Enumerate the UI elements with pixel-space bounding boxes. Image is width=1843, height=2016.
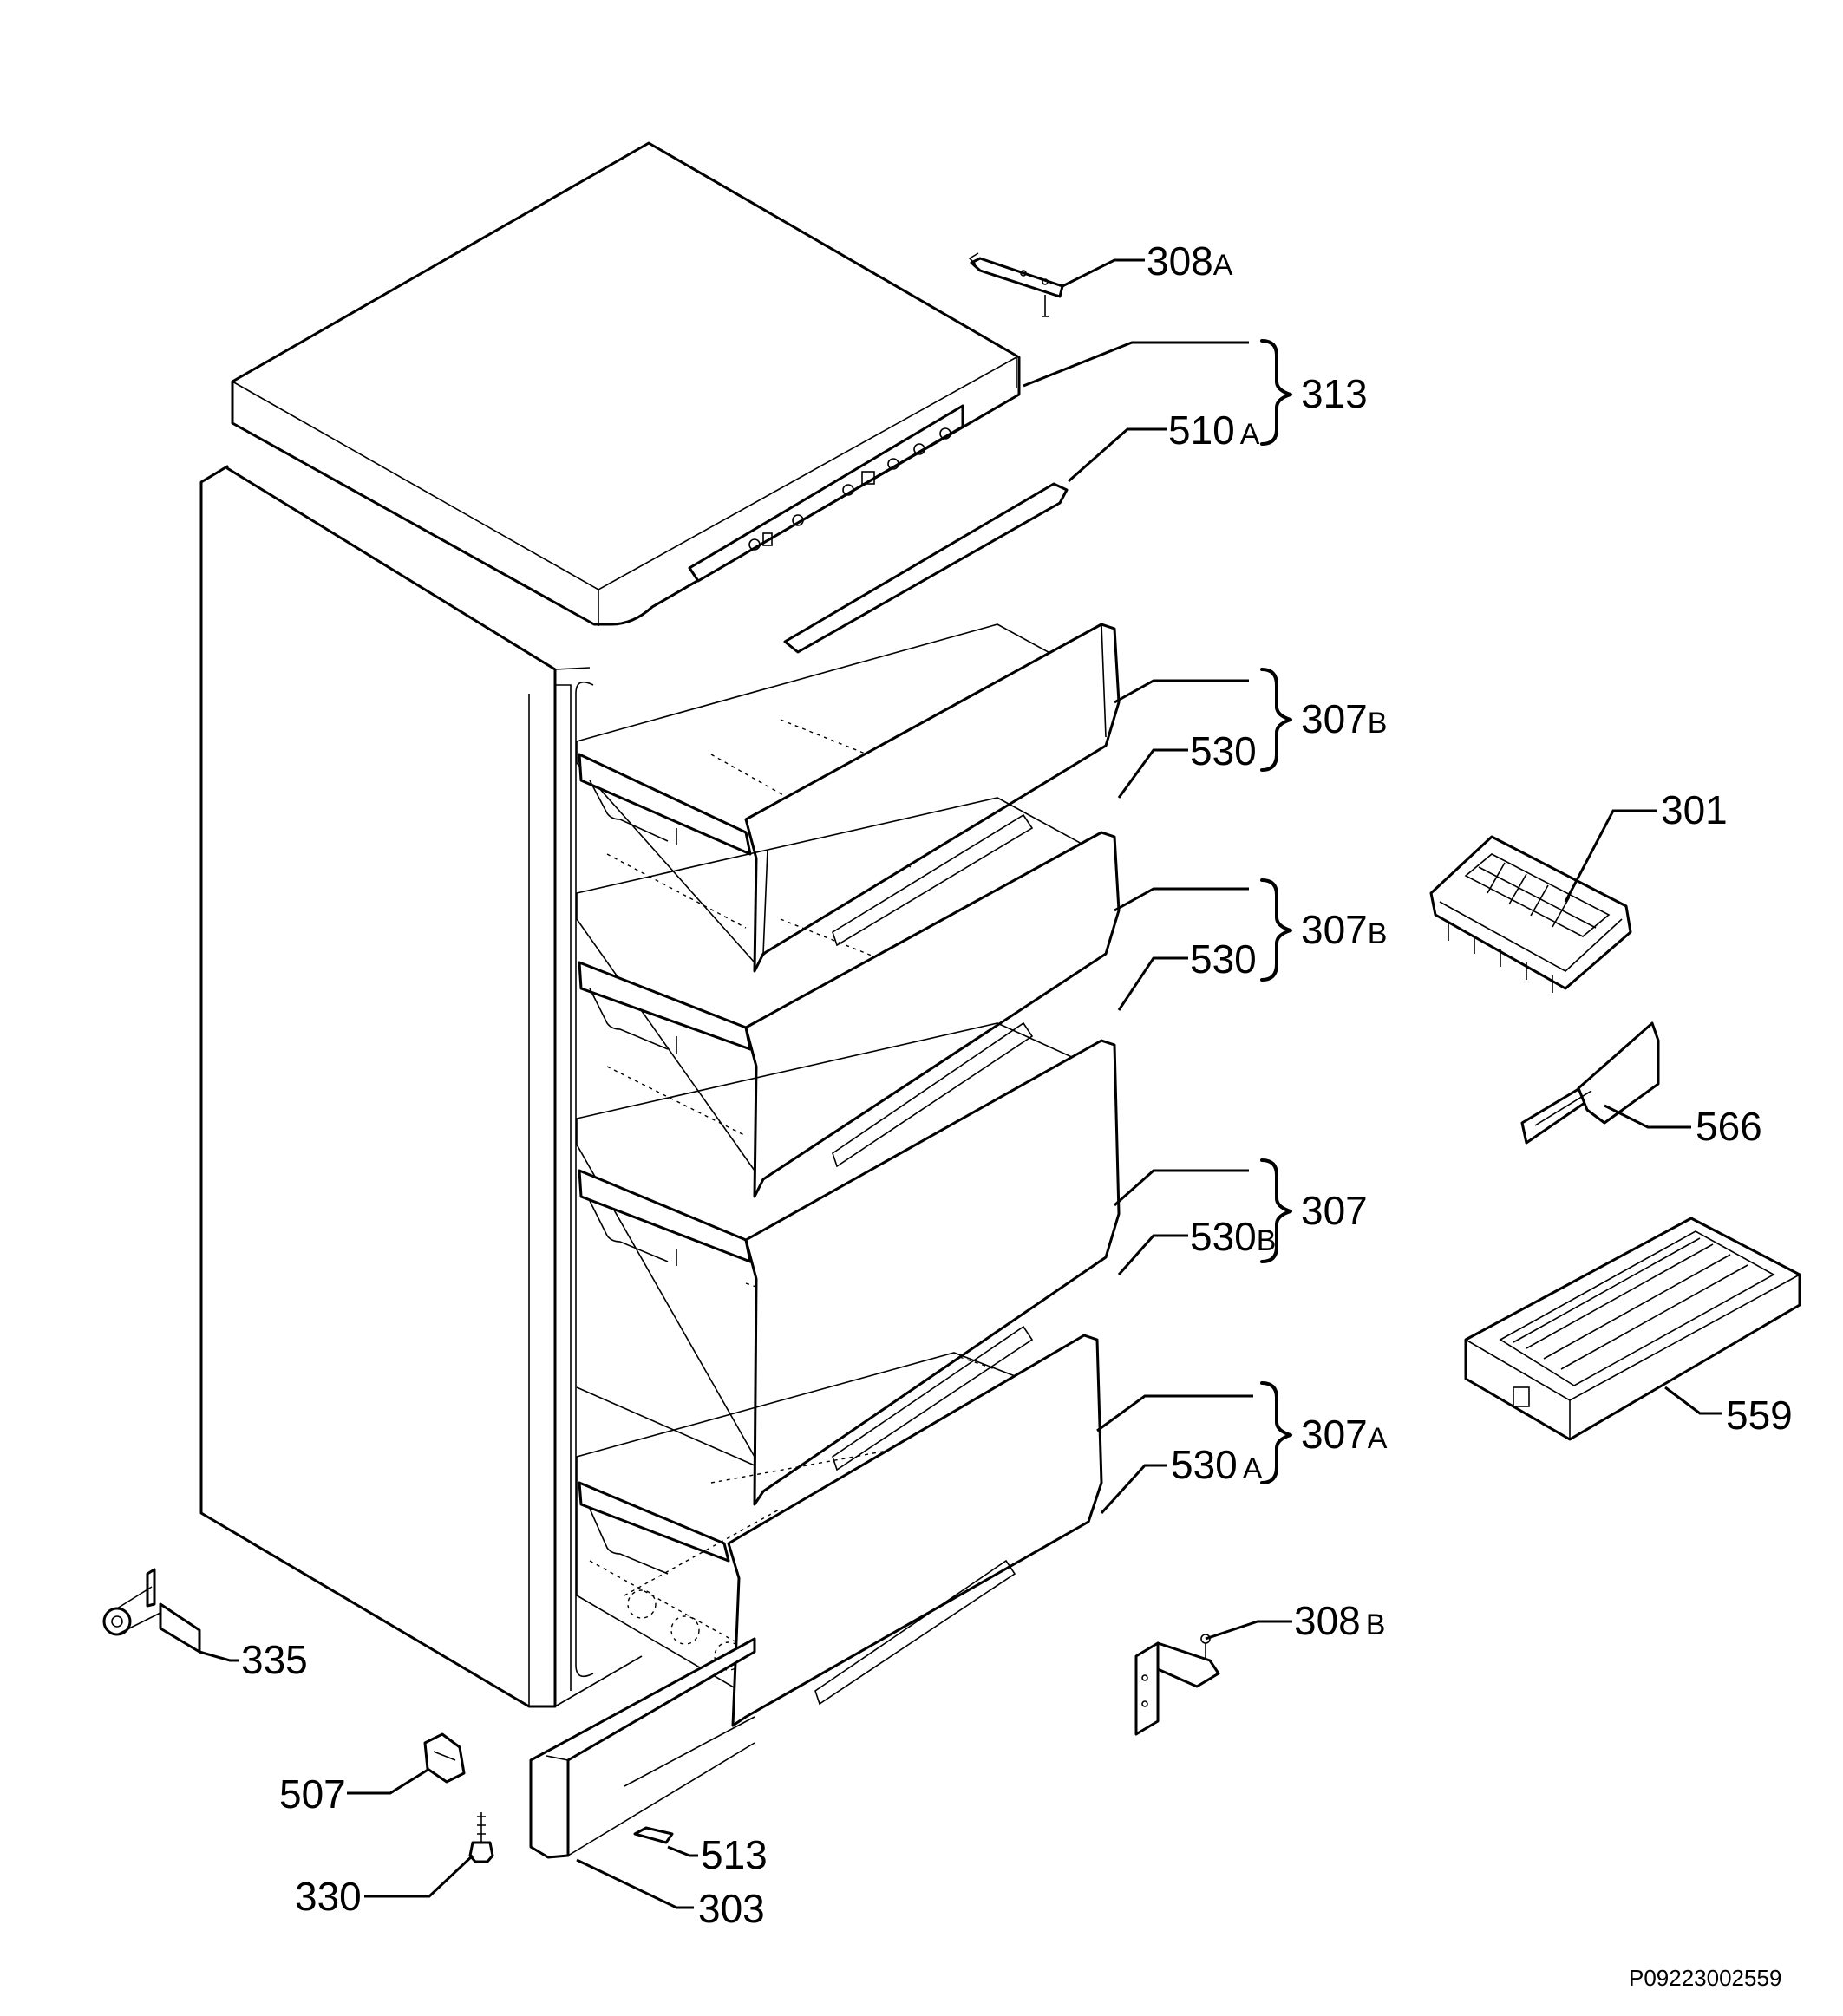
label-530-top: 530 bbox=[1190, 728, 1257, 773]
label-507: 507 bbox=[279, 1771, 346, 1817]
label-307: 307 bbox=[1301, 1188, 1368, 1233]
plinth-303 bbox=[529, 1637, 756, 1859]
label-335: 335 bbox=[241, 1637, 308, 1682]
trim-strip-510a bbox=[783, 482, 1069, 654]
label-330: 330 bbox=[295, 1874, 362, 1919]
brace-307b-top bbox=[1260, 668, 1292, 772]
drawer-307 bbox=[576, 1022, 1121, 1506]
clip-513 bbox=[633, 1826, 674, 1844]
top-cover bbox=[231, 141, 1021, 626]
drawer-307a bbox=[576, 1334, 1103, 1727]
brace-313 bbox=[1260, 339, 1292, 446]
cold-accumulator-559 bbox=[1464, 1217, 1801, 1441]
label-559: 559 bbox=[1726, 1393, 1793, 1438]
brace-307b-middle bbox=[1260, 878, 1292, 982]
label-307a: 307A bbox=[1301, 1412, 1388, 1457]
clip-507 bbox=[423, 1732, 466, 1784]
label-530-middle: 530 bbox=[1190, 936, 1257, 982]
label-307b-top: 307B bbox=[1301, 696, 1387, 741]
label-530b: 530B bbox=[1190, 1214, 1276, 1259]
brace-307 bbox=[1260, 1158, 1292, 1263]
ice-tray-301 bbox=[1429, 835, 1632, 993]
label-313: 313 bbox=[1301, 371, 1368, 416]
drawer-307b-top bbox=[576, 623, 1121, 973]
screw-330 bbox=[468, 1812, 494, 1863]
hinge-335 bbox=[102, 1568, 201, 1654]
document-code: P09223002559 bbox=[1629, 1965, 1781, 1991]
hinge-308a bbox=[968, 252, 1064, 317]
label-566: 566 bbox=[1696, 1104, 1762, 1149]
label-303: 303 bbox=[698, 1886, 765, 1931]
label-307b-middle: 307B bbox=[1301, 907, 1387, 952]
ice-scraper-566 bbox=[1520, 1021, 1660, 1145]
drawer-307b-middle bbox=[576, 797, 1121, 1198]
label-301: 301 bbox=[1661, 787, 1728, 832]
label-513: 513 bbox=[701, 1832, 768, 1877]
hinge-308b bbox=[1134, 1634, 1220, 1736]
cabinet-body bbox=[199, 465, 643, 1708]
brace-307a bbox=[1260, 1381, 1292, 1484]
label-308a: 308A bbox=[1147, 238, 1233, 284]
leader-lines bbox=[199, 258, 1722, 1909]
